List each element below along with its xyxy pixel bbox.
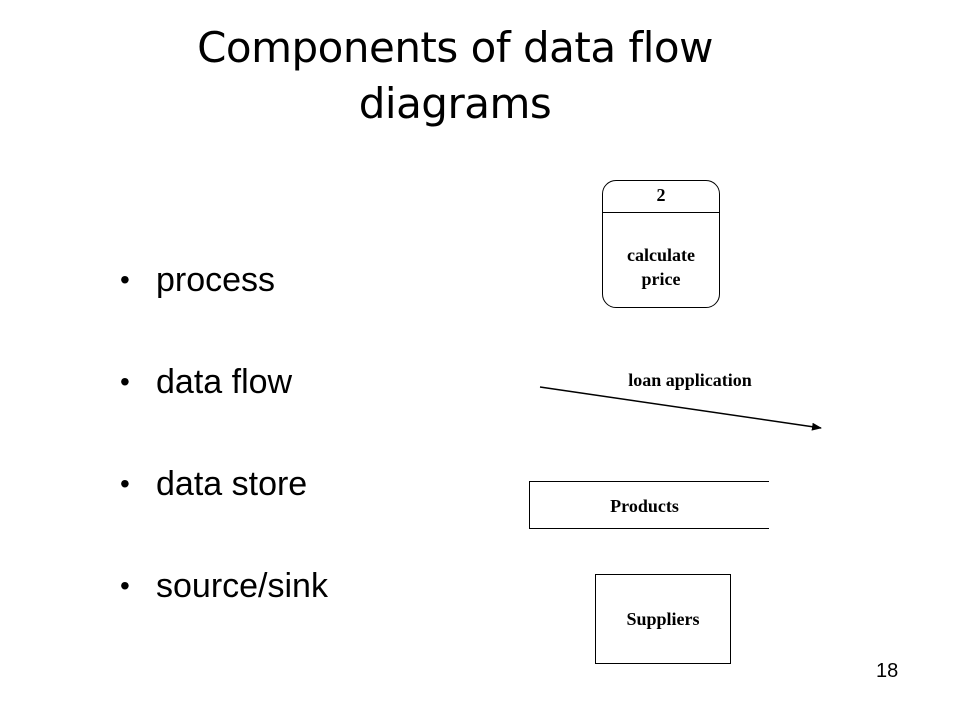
data-store-symbol: Products: [529, 481, 769, 529]
page-number: 18: [876, 660, 899, 682]
bullet-list: • process • data flow • data store • sou…: [120, 254, 328, 662]
process-name-line-2: price: [641, 269, 681, 289]
bullet-text: source/sink: [156, 567, 328, 605]
bullet-marker: •: [120, 366, 130, 397]
bullet-marker: •: [120, 468, 130, 499]
process-symbol: 2 calculate price: [602, 180, 720, 308]
process-id: 2: [656, 185, 666, 205]
bullet-item-source-sink: • source/sink: [120, 560, 328, 662]
data-flow-arrow: [539, 386, 822, 431]
bullet-text: data store: [156, 465, 308, 503]
bullet-text: data flow: [156, 363, 293, 401]
bullet-marker: •: [120, 264, 130, 295]
source-sink-label: Suppliers: [626, 609, 700, 629]
data-flow-line: [539, 386, 822, 431]
bullet-item-data-store: • data store: [120, 458, 328, 560]
slide-title-line-1: Components of data flow: [197, 23, 713, 72]
slide-title: Components of data flow diagrams: [0, 20, 910, 132]
slide-title-line-2: diagrams: [358, 79, 552, 128]
data-flow-label: loan application: [628, 370, 752, 390]
process-divider: [603, 212, 719, 213]
process-name-line-1: calculate: [627, 245, 695, 265]
process-name: calculate price: [603, 243, 719, 291]
bullet-text: process: [156, 261, 276, 299]
bullet-marker: •: [120, 570, 130, 601]
source-sink-symbol: Suppliers: [595, 574, 731, 664]
bullet-item-process: • process: [120, 254, 328, 356]
bullet-item-data-flow: • data flow: [120, 356, 328, 458]
data-store-label: Products: [610, 496, 679, 516]
